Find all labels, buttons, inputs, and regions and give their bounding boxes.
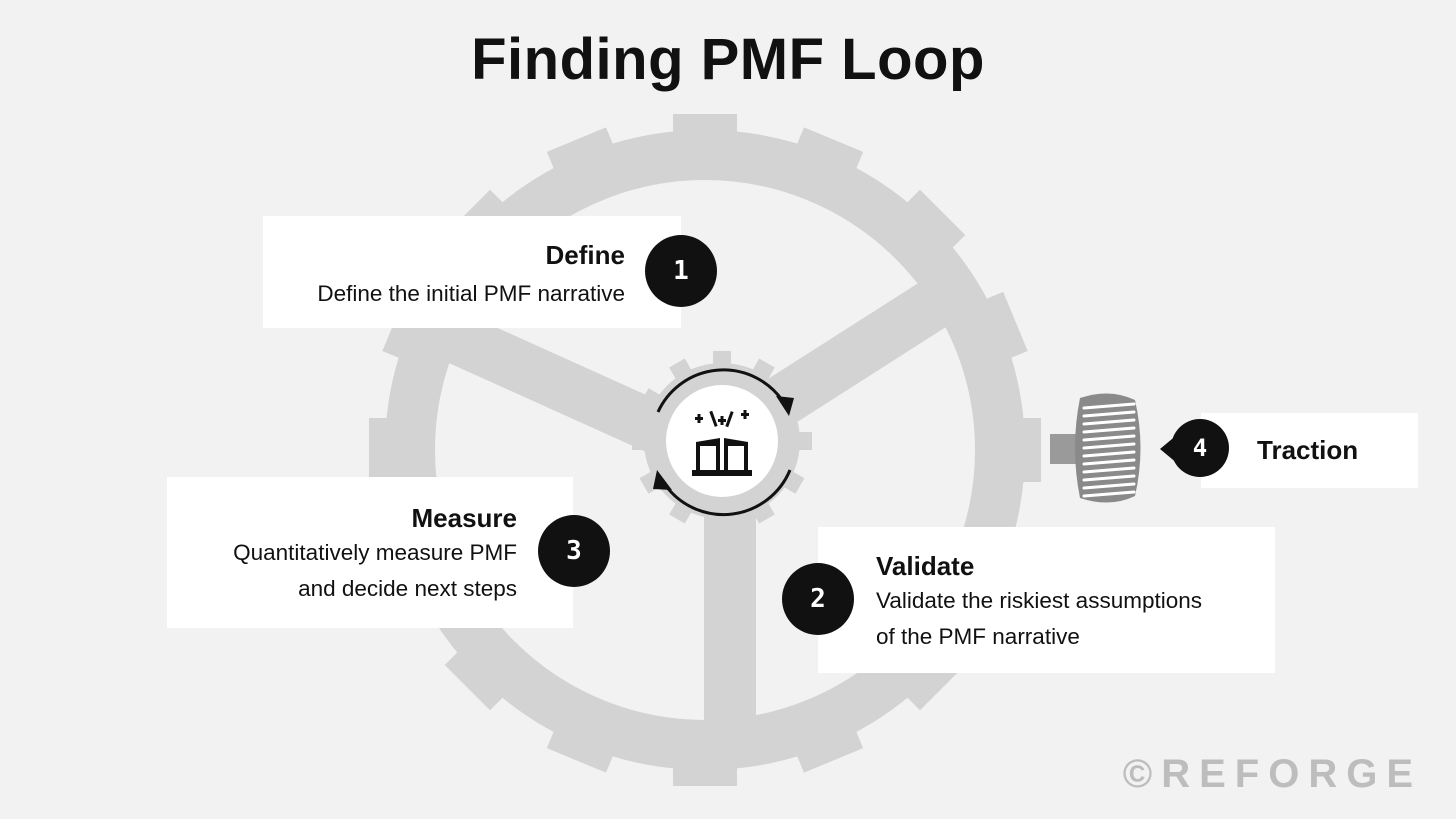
knob-ridge: [1082, 402, 1136, 410]
knob-ridge: [1082, 426, 1136, 434]
knob-ridge: [1082, 490, 1136, 498]
step-4-badge: 4: [1171, 419, 1229, 477]
gear-tooth: [669, 497, 695, 524]
knob-ridge: [1082, 474, 1136, 482]
step-define-description: Define the initial PMF narrative: [317, 281, 625, 306]
reforge-watermark: ©REFORGE: [1122, 752, 1422, 796]
step-traction-card: Traction: [1201, 413, 1418, 488]
step-validate-description-line1: Validate the riskiest assumptions: [876, 588, 1202, 613]
page-title: Finding PMF Loop: [471, 27, 985, 92]
knob-ridge: [1082, 418, 1136, 426]
step-1-badge: 1: [645, 235, 717, 307]
step-define-card: Define Define the initial PMF narrative: [263, 216, 681, 328]
open-book-sparkle-icon: [692, 410, 752, 476]
step-traction-heading: Traction: [1257, 435, 1359, 465]
gear-tooth: [444, 639, 516, 711]
knob-ridge: [1082, 442, 1136, 450]
step-measure-description-line2: and decide next steps: [298, 576, 517, 601]
step-2-badge: 2: [782, 563, 854, 635]
knob-ridge: [1082, 466, 1136, 474]
traction-knob: [1050, 393, 1141, 503]
step-3-badge: 3: [538, 515, 610, 587]
step-measure-card: Measure Quantitatively measure PMF and d…: [167, 477, 573, 628]
knob-ridge: [1082, 450, 1136, 458]
gear-tooth: [792, 432, 812, 450]
step-validate-card: Validate Validate the riskiest assumptio…: [818, 527, 1275, 673]
step-validate-heading: Validate: [876, 551, 975, 581]
gear-tooth: [673, 750, 737, 786]
gear-tooth: [369, 418, 405, 482]
gear-tooth: [1005, 418, 1041, 482]
gear-tooth: [894, 189, 966, 261]
gear-ring: [385, 130, 1025, 770]
gear-tooth: [673, 114, 737, 150]
gear-tooth: [749, 497, 775, 524]
gear-tooth: [778, 468, 805, 494]
gear-tooth: [632, 432, 652, 450]
step-define-heading: Define: [545, 240, 625, 270]
knob-ridge: [1082, 458, 1136, 466]
knob-ridge: [1082, 434, 1136, 442]
knob-ridge: [1082, 482, 1136, 490]
step-validate-description-line2: of the PMF narrative: [876, 624, 1080, 649]
gear-tooth: [546, 714, 620, 773]
gear-tooth: [969, 291, 1028, 365]
cycle-arrows-icon: [653, 368, 794, 517]
gear-tooth: [546, 127, 620, 186]
gear-tooth: [790, 127, 864, 186]
gear-tooth: [713, 351, 731, 371]
step-measure-description-line1: Quantitatively measure PMF: [233, 540, 517, 565]
step-measure-heading: Measure: [411, 503, 518, 533]
gear-tooth: [790, 714, 864, 773]
knob-ridge: [1082, 410, 1136, 418]
center-gear: [632, 351, 812, 531]
